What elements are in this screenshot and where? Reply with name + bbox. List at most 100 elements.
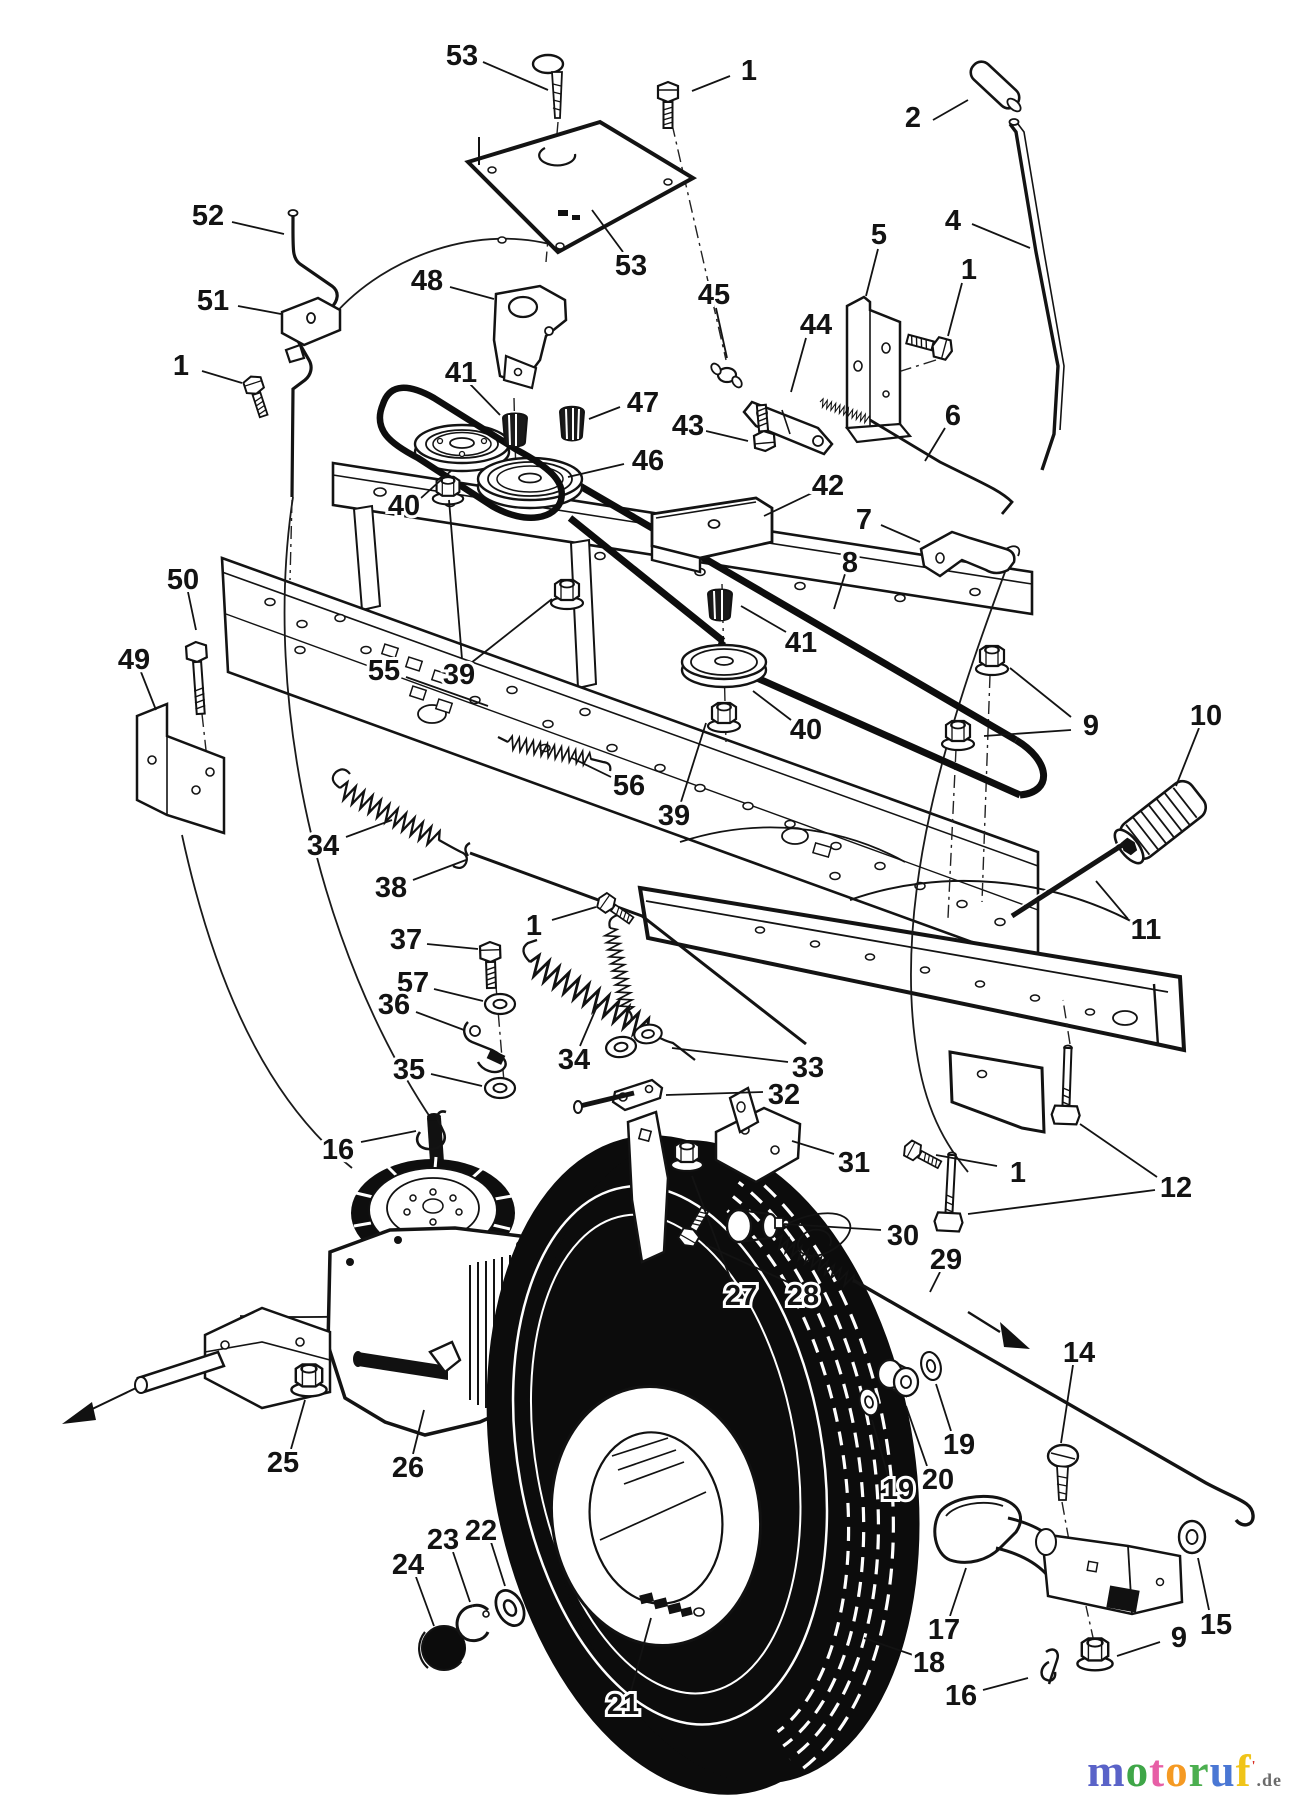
leader-line-c49: [140, 671, 157, 711]
leader-line-c7: [880, 524, 921, 543]
flange-nut-25: [290, 1363, 328, 1398]
part-label-c39a: 39: [443, 659, 475, 691]
leader-line-c32: [665, 1091, 764, 1096]
lift-shaft-11: [1010, 840, 1126, 919]
leader-line-c17: [949, 1567, 967, 1617]
part-label-c9a: 9: [1083, 710, 1099, 742]
leader-line-c11: [1095, 880, 1129, 920]
carriage-bolt-12b: [1050, 1043, 1084, 1126]
part-label-c48: 48: [411, 265, 443, 297]
part-label-c53b: 53: [615, 250, 647, 282]
cross-member-arc: [849, 879, 1141, 927]
leader-line-c23: [452, 1551, 471, 1603]
leader-line-c16a: [360, 1130, 417, 1143]
leader-line-c2: [932, 99, 969, 121]
leader-line-c12: [967, 1189, 1156, 1215]
washer-57: [483, 992, 517, 1016]
axle-end: [134, 1376, 148, 1394]
part-label-c55: 55: [368, 655, 400, 687]
part-label-c1c: 1: [173, 350, 189, 382]
brake-rod-38: [464, 841, 807, 1046]
leader-line-c33: [671, 1047, 789, 1063]
cable-loop-30: [788, 1212, 852, 1257]
flange-nut-27: [669, 1140, 705, 1173]
screw-14: [1046, 1443, 1080, 1501]
belt-run-return: [746, 670, 1022, 799]
logo-letter-r: r: [1188, 1746, 1210, 1796]
clip-45: [710, 362, 743, 389]
drive-belt: [554, 468, 1048, 799]
part-label-c17: 17: [928, 1614, 960, 1646]
clutch-lever-7: [919, 530, 1021, 578]
part-label-c14: 14: [1063, 1337, 1095, 1369]
axle-cap-24: [418, 1625, 469, 1671]
part-label-c26: 26: [392, 1452, 424, 1484]
leader-line-c53b: [591, 209, 624, 253]
hook-16: [415, 1110, 447, 1151]
leader-line-c40a: [420, 469, 453, 499]
part-label-c19b: 19: [882, 1474, 914, 1506]
part-label-c41b: 41: [785, 627, 817, 659]
part-label-c46: 46: [632, 445, 664, 477]
leader-line-c38: [412, 859, 467, 881]
pulley-46: [476, 456, 584, 510]
leader-line-c44: [790, 337, 807, 393]
flange-nut-39-idler: [706, 701, 742, 734]
logo-letter-t: t: [1149, 1746, 1166, 1796]
housing-bolt: [346, 1258, 354, 1266]
mount-bolt: [295, 1337, 305, 1347]
screw-1-left: [241, 372, 274, 420]
part-label-c31: 31: [838, 1147, 870, 1179]
leader-line-c39b: [680, 722, 707, 803]
leader-line-c43: [705, 430, 749, 442]
part-label-c29: 29: [930, 1244, 962, 1276]
spacer-41-upper: [501, 412, 529, 448]
washer-15: [1177, 1519, 1207, 1555]
leader-line-c18: [863, 1637, 914, 1656]
part-label-c40a: 40: [388, 490, 420, 522]
tread-pattern: [726, 1167, 895, 1775]
bottom-right-parts: [418, 1348, 1207, 1685]
leader-line-c46: [567, 463, 625, 478]
part-label-c12: 12: [1160, 1172, 1192, 1204]
part-label-c20: 20: [922, 1464, 954, 1496]
part-label-c23: 23: [427, 1524, 459, 1556]
leader-line-c39a: [470, 598, 553, 664]
idler-pulley-40: [680, 643, 768, 689]
leader-line-c5: [865, 248, 879, 297]
leader-line-c20: [905, 1405, 928, 1467]
axle-line: [85, 1387, 137, 1413]
part-label-c42: 42: [812, 470, 844, 502]
part-label-c1b: 1: [961, 254, 977, 286]
leader-line-c42: [763, 492, 813, 517]
leader-line-c48: [449, 286, 495, 300]
leader-line-c19a: [935, 1383, 952, 1432]
mount-bolt: [220, 1340, 230, 1350]
part-label-c1a: 1: [741, 55, 757, 87]
clutch-rod-6: [818, 397, 1014, 515]
axle-arrow: [62, 1402, 96, 1424]
part-label-c47: 47: [627, 387, 659, 419]
leader-line-c39a: [448, 499, 463, 660]
part-label-c16b: 16: [945, 1680, 977, 1712]
leader-line-c6: [924, 427, 946, 462]
leader-line-c55: [405, 676, 489, 707]
motoruf-wordmark: motoruf: [1087, 1746, 1252, 1796]
bracket-49: [135, 702, 226, 835]
part-label-c28: 28: [787, 1280, 819, 1312]
e-clip-23: [455, 1603, 490, 1643]
leader-line-c4: [971, 223, 1031, 249]
bolt-50: [184, 640, 212, 716]
shift-rod-4: [1008, 118, 1065, 471]
part-label-c40b: 40: [790, 714, 822, 746]
pulley-40-upper: [413, 423, 511, 473]
part-label-c15: 15: [1200, 1609, 1232, 1641]
part-label-c37: 37: [390, 924, 422, 956]
part-label-c6: 6: [945, 400, 961, 432]
brake-rod: [358, 1352, 448, 1380]
part-label-c41a: 41: [445, 357, 477, 389]
frame-channel-lower: [637, 885, 1187, 1053]
part-label-c38: 38: [375, 872, 407, 904]
flange-nut-9-lower: [940, 719, 976, 752]
part-label-c44: 44: [800, 309, 832, 341]
